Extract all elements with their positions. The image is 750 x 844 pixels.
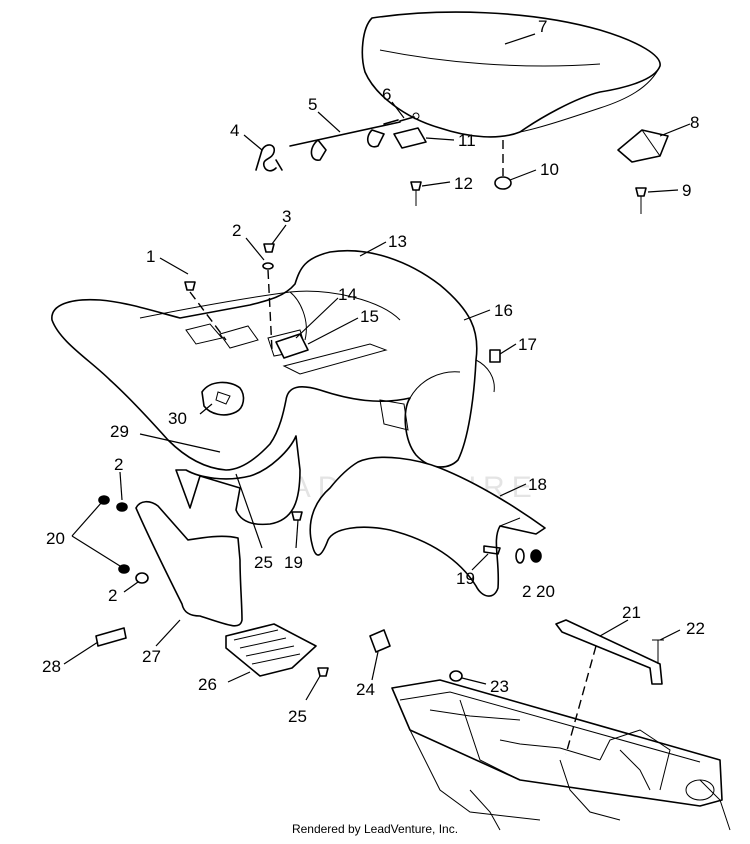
seat-bracket: [617, 129, 669, 163]
washer-2-right: [515, 548, 525, 564]
callout-15: 15: [360, 307, 379, 326]
alignment-line: [565, 645, 597, 755]
latch-rod-5: [289, 119, 401, 161]
callout-27: 27: [142, 647, 161, 666]
screw-19-right: [483, 545, 501, 555]
callout-16: 16: [494, 301, 513, 320]
callout-20-right: 20: [536, 582, 555, 601]
washer-2-left: [116, 502, 128, 512]
footrest: [225, 623, 317, 677]
screw-9: [635, 187, 647, 214]
callout-12: 12: [454, 174, 473, 193]
callout-28: 28: [42, 657, 61, 676]
support-bracket: [555, 619, 663, 685]
pad-24: [369, 629, 391, 653]
spring-4: [255, 144, 283, 172]
callout-17: 17: [518, 335, 537, 354]
washer-2-lower: [135, 572, 149, 584]
callout-6: 6: [382, 85, 391, 104]
pin-6: [399, 112, 420, 122]
mud-flap: [135, 500, 243, 627]
right-fender-side: [309, 456, 546, 597]
callout-25-upper: 25: [254, 553, 273, 572]
plate-28: [95, 627, 127, 647]
plate-11: [393, 127, 427, 149]
seat: [361, 11, 661, 138]
callout-24: 24: [356, 680, 375, 699]
panel-14: [275, 333, 309, 359]
grommet-23: [449, 670, 463, 682]
callout-2-top: 2: [232, 221, 241, 240]
screw-3: [263, 243, 275, 351]
frame: [391, 679, 731, 831]
callout-14: 14: [338, 285, 357, 304]
footer-credit: Rendered by LeadVenture, Inc.: [291, 822, 459, 836]
clip-17: [489, 349, 501, 363]
washer-2-top: [262, 262, 274, 270]
callout-18: 18: [528, 475, 547, 494]
callout-8: 8: [690, 113, 699, 132]
screw-1: [184, 281, 227, 341]
callout-2-lower: 2: [108, 586, 117, 605]
callout-19-right: 19: [456, 569, 475, 588]
callout-21: 21: [622, 603, 641, 622]
callout-2-right: 2: [522, 582, 531, 601]
callout-1: 1: [146, 247, 155, 266]
screw-19-left: [291, 511, 303, 521]
callout-19-left: 19: [284, 553, 303, 572]
callout-13: 13: [388, 232, 407, 251]
leader-lines: [63, 33, 691, 701]
callouts: 1 2 3 4 5 6 7 8 9 10 11 12 13 14 15 16 1…: [42, 17, 705, 726]
screw-25-lower: [317, 667, 329, 677]
callout-23: 23: [490, 677, 509, 696]
callout-2-left: 2: [114, 455, 123, 474]
nut-20-lower: [118, 564, 130, 574]
callout-9: 9: [682, 181, 691, 200]
callout-3: 3: [282, 207, 291, 226]
callout-30: 30: [168, 409, 187, 428]
nut-20-right: [530, 549, 542, 563]
rear-fender: [51, 249, 495, 471]
callout-10: 10: [540, 160, 559, 179]
callout-22: 22: [686, 619, 705, 638]
screw-22: [652, 639, 664, 664]
callout-26: 26: [198, 675, 217, 694]
callout-20-left: 20: [46, 529, 65, 548]
callout-11: 11: [458, 131, 476, 150]
grommet-10: [494, 140, 512, 190]
callout-29: 29: [110, 422, 129, 441]
callout-7: 7: [538, 17, 547, 36]
bracket-30: [201, 381, 245, 416]
callout-4: 4: [230, 121, 239, 140]
callout-25-lower: 25: [288, 707, 307, 726]
callout-5: 5: [308, 95, 317, 114]
screw-12: [410, 181, 422, 206]
